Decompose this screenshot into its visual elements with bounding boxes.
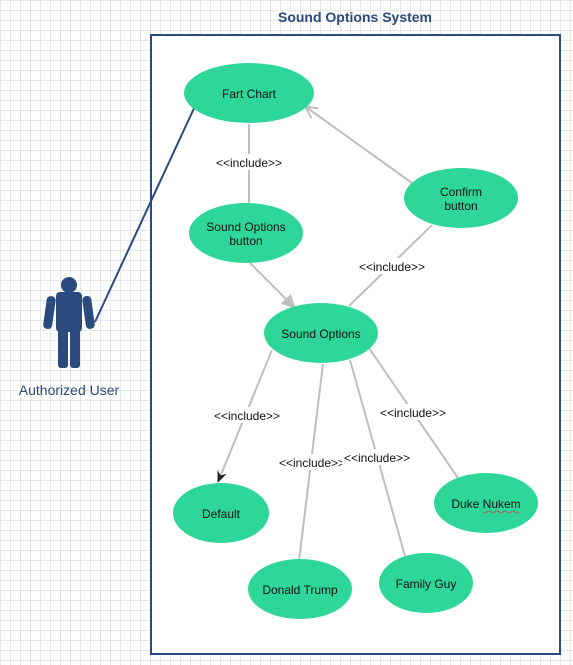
use-case-fart-chart-label: Fart Chart [222,87,277,101]
system-title: Sound Options System [278,9,432,25]
actor-authorized-user[interactable] [43,277,96,368]
use-case-family-guy[interactable]: Family Guy [379,553,473,613]
use-case-sound-options[interactable]: Sound Options [264,303,378,363]
use-case-confirm-button-label-2: button [444,199,477,213]
include-label-5: <<include>> [279,456,345,470]
use-case-donald-trump-label: Donald Trump [262,583,338,597]
use-case-sound-options-label: Sound Options [281,327,360,341]
use-case-family-guy-label: Family Guy [396,577,457,591]
use-case-default[interactable]: Default [173,483,269,543]
actor-body [56,292,82,332]
use-case-default-label: Default [202,507,241,521]
actor-arm-left [43,296,56,330]
spellcheck-squiggle [482,510,520,514]
use-case-sound-options-button[interactable]: Sound Options button [189,203,303,263]
use-case-sound-options-button-label-2: button [229,234,262,248]
use-case-fart-chart[interactable]: Fart Chart [184,63,314,123]
include-label-6: <<include>> [344,451,410,465]
actor-leg-left [58,328,68,368]
flow-sound-options-button-to-sound-options [249,262,296,309]
include-confirm-to-fart-chart [306,107,413,184]
actor-arm-right [82,295,95,329]
use-case-confirm-button-label-1: Confirm [440,185,482,199]
include-label-2: <<include>> [359,260,425,274]
actor-label: Authorized User [19,382,120,398]
actor-leg-right [70,328,80,368]
use-case-duke-nukem[interactable]: Duke Nukem [434,473,538,533]
include-label-4: <<include>> [380,406,446,420]
association-actor-fart-chart [94,103,197,323]
include-label-3: <<include>> [214,409,280,423]
use-case-duke-nukem-label: Duke Nukem [451,497,520,511]
use-case-sound-options-button-label-1: Sound Options [206,220,285,234]
actor-head [61,277,77,293]
use-case-donald-trump[interactable]: Donald Trump [248,559,352,619]
include-label-1: <<include>> [216,156,282,170]
use-case-confirm-button[interactable]: Confirm button [404,168,518,228]
